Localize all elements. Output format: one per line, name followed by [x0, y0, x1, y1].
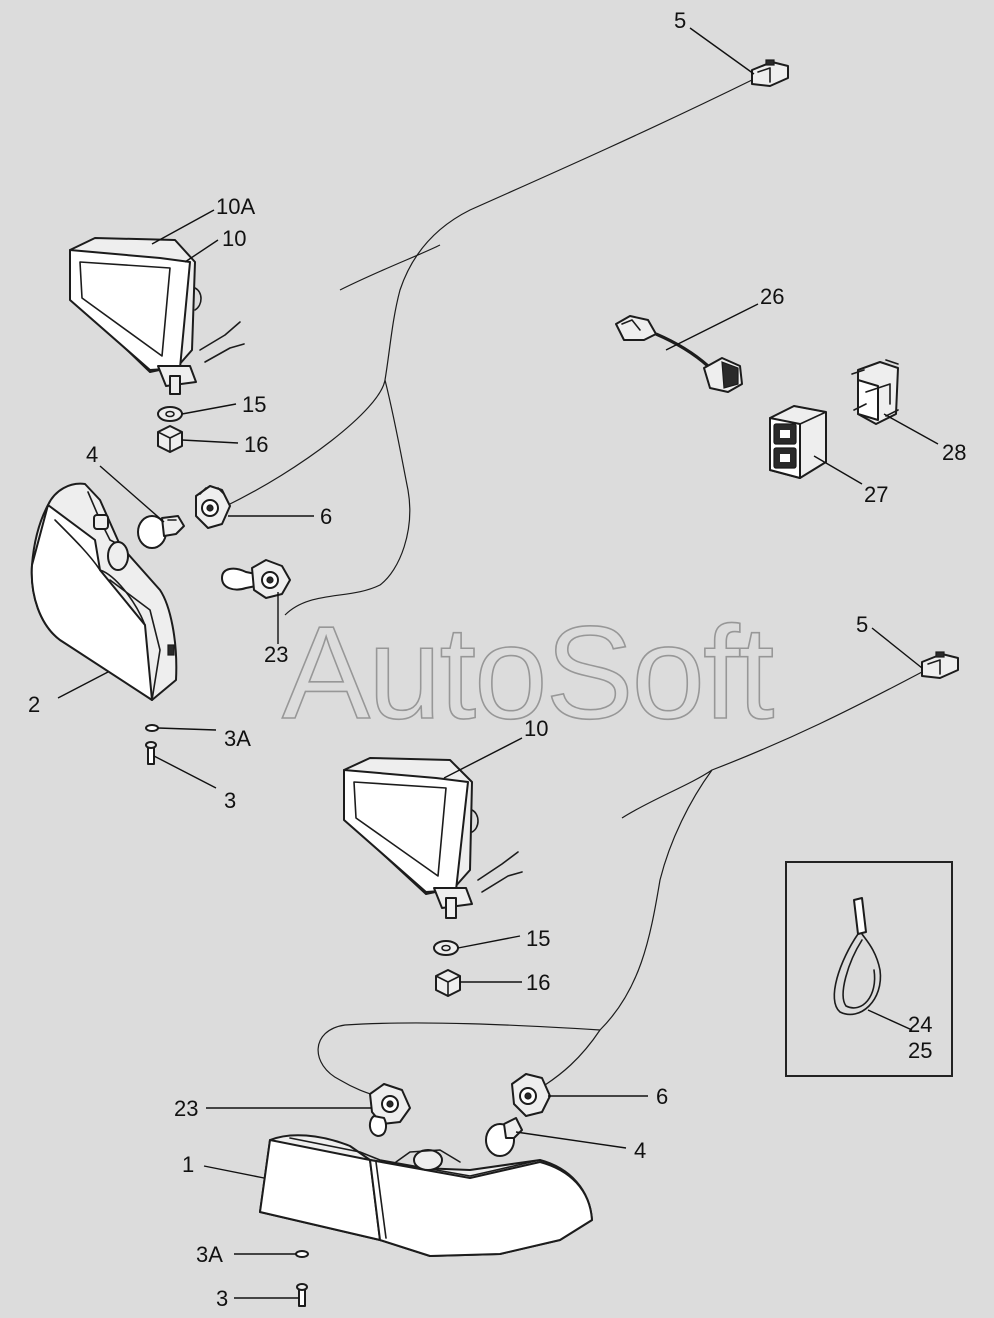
bulb-socket-23-bottom [368, 1083, 411, 1137]
callout-3-bottom: 3 [216, 1286, 228, 1311]
callout-3a-top: 3A [224, 726, 251, 751]
screw-3-top [145, 741, 157, 765]
front-lamp-1 [259, 1134, 593, 1257]
callout-23-top: 23 [264, 642, 288, 667]
callout-15-top: 15 [242, 392, 266, 417]
callout-28: 28 [942, 440, 966, 465]
nut-16-mid [435, 969, 461, 997]
bulb-4-bottom [485, 1117, 523, 1157]
washer-15-top [157, 406, 183, 422]
callout-3a-bottom: 3A [196, 1242, 223, 1267]
washer-3a-top [145, 724, 159, 732]
bulb-socket-23-top [221, 559, 291, 599]
callout-10a: 10A [216, 194, 255, 219]
callout-4-bottom: 4 [634, 1138, 646, 1163]
callout-16-mid: 16 [526, 970, 550, 995]
callout-27: 27 [864, 482, 888, 507]
watermark-text: AutoSoft [282, 599, 774, 746]
connector-5-mid [921, 651, 959, 679]
socket-6-bottom [511, 1073, 551, 1117]
work-light-mid [343, 757, 523, 919]
screw-3-bottom [296, 1283, 308, 1307]
bracket-28 [851, 359, 899, 425]
callout-labels: 5 10A 10 15 16 4 6 23 2 3A 3 26 27 28 5 … [28, 8, 966, 1311]
socket-6-top [195, 485, 231, 529]
harness-26 [615, 315, 743, 393]
callout-23-bottom: 23 [174, 1096, 198, 1121]
callout-4-top: 4 [86, 442, 98, 467]
nut-16-top [157, 425, 183, 453]
washer-3a-bottom [295, 1250, 309, 1258]
wiring-harness-lower [317, 671, 923, 1099]
callout-26: 26 [760, 284, 784, 309]
callout-16-top: 16 [244, 432, 268, 457]
rocker-switch-27 [769, 405, 827, 479]
callout-3-top: 3 [224, 788, 236, 813]
callout-24: 24 [908, 1012, 932, 1037]
callout-10-top: 10 [222, 226, 246, 251]
tail-lamp-2 [30, 482, 178, 701]
connector-5-top [751, 59, 789, 87]
work-light-top [69, 237, 245, 395]
inset-frame [785, 861, 953, 1077]
callout-15-mid: 15 [526, 926, 550, 951]
callout-25: 25 [908, 1038, 932, 1063]
callout-6-bottom: 6 [656, 1084, 668, 1109]
callout-5-top: 5 [674, 8, 686, 33]
callout-2: 2 [28, 692, 40, 717]
callout-5-mid: 5 [856, 612, 868, 637]
leader-lines [57, 27, 939, 1299]
washer-15-mid [433, 940, 459, 956]
cable-tie-24-25 [833, 897, 882, 1016]
wiring-harness-upper [225, 79, 753, 616]
bulb-4-top [137, 515, 185, 549]
callout-10-mid: 10 [524, 716, 548, 741]
callout-1: 1 [182, 1152, 194, 1177]
callout-6-top: 6 [320, 504, 332, 529]
